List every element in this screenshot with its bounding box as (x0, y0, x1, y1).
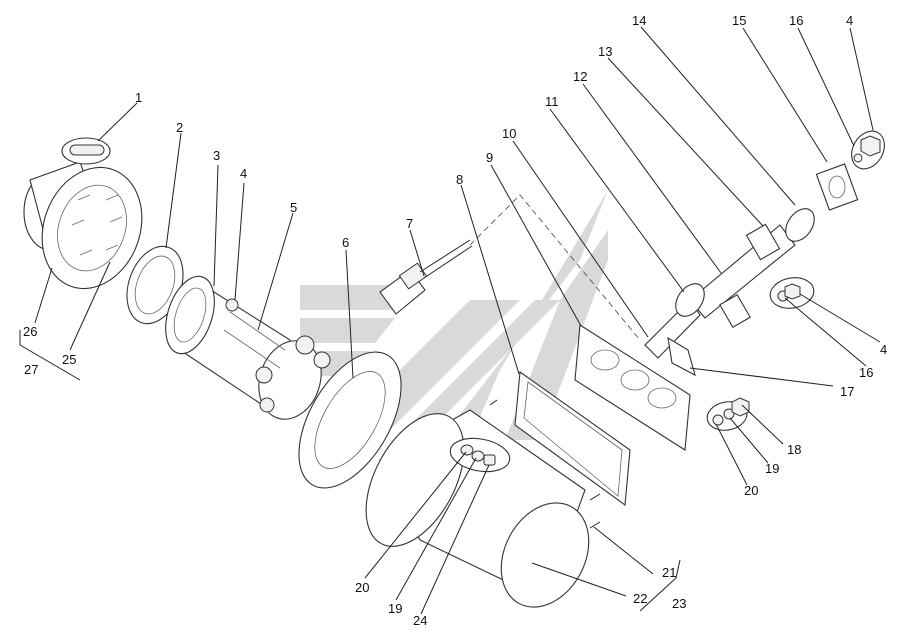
part-box-housing-22 (365, 399, 601, 608)
part-flange-housing (23, 161, 143, 290)
part-flange-15 (815, 163, 859, 211)
leader-lines (19, 26, 881, 615)
callout-8: 8 (456, 172, 463, 187)
callout-18: 18 (787, 442, 801, 457)
callout-4: 4 (240, 166, 247, 181)
part-fittings-19-20-24 (449, 437, 511, 473)
callout-1: 1 (135, 90, 142, 105)
callout-24: 24 (413, 613, 427, 628)
part-plate-9 (574, 324, 691, 451)
part-nut-16-4-top (851, 130, 885, 170)
callout-20-right: 20 (744, 483, 758, 498)
callout-3: 3 (213, 148, 220, 163)
callout-27: 27 (24, 362, 38, 377)
callout-12: 12 (573, 69, 587, 84)
callout-7: 7 (406, 216, 413, 231)
callout-19-right: 19 (765, 461, 779, 476)
part-pipe-assembly (644, 208, 815, 377)
callout-25: 25 (62, 352, 76, 367)
part-bracket-1 (61, 137, 111, 165)
callout-9: 9 (486, 150, 493, 165)
callout-16-mid: 16 (859, 365, 873, 380)
part-gasket-8 (514, 371, 631, 507)
callout-15: 15 (732, 13, 746, 28)
callout-26: 26 (23, 324, 37, 339)
callout-13: 13 (598, 44, 612, 59)
callout-23: 23 (672, 596, 686, 611)
part-round-flange-6 (298, 351, 402, 489)
callout-16: 16 (789, 13, 803, 28)
callout-19-bottom: 19 (388, 601, 402, 616)
part-sensor-7 (379, 239, 473, 315)
part-nut-16-4-mid (769, 277, 815, 309)
assembly-dashed-line (469, 194, 641, 341)
callout-20-bottom: 20 (355, 580, 369, 595)
callout-11: 11 (545, 94, 559, 109)
callout-5: 5 (290, 200, 297, 215)
callout-2: 2 (176, 120, 183, 135)
callout-4-mid: 4 (880, 342, 887, 357)
callout-4-top: 4 (846, 13, 853, 28)
part-nut-18-19-20 (706, 397, 750, 431)
callout-21: 21 (662, 565, 676, 580)
callout-14: 14 (632, 13, 646, 28)
callout-17: 17 (840, 384, 854, 399)
callout-6: 6 (342, 235, 349, 250)
callout-10: 10 (502, 126, 516, 141)
callout-22: 22 (633, 591, 647, 606)
callout-labels: 1 2 3 4 5 6 7 8 9 10 11 12 13 14 15 16 4… (23, 13, 887, 628)
part-cylinder-body (165, 275, 331, 420)
